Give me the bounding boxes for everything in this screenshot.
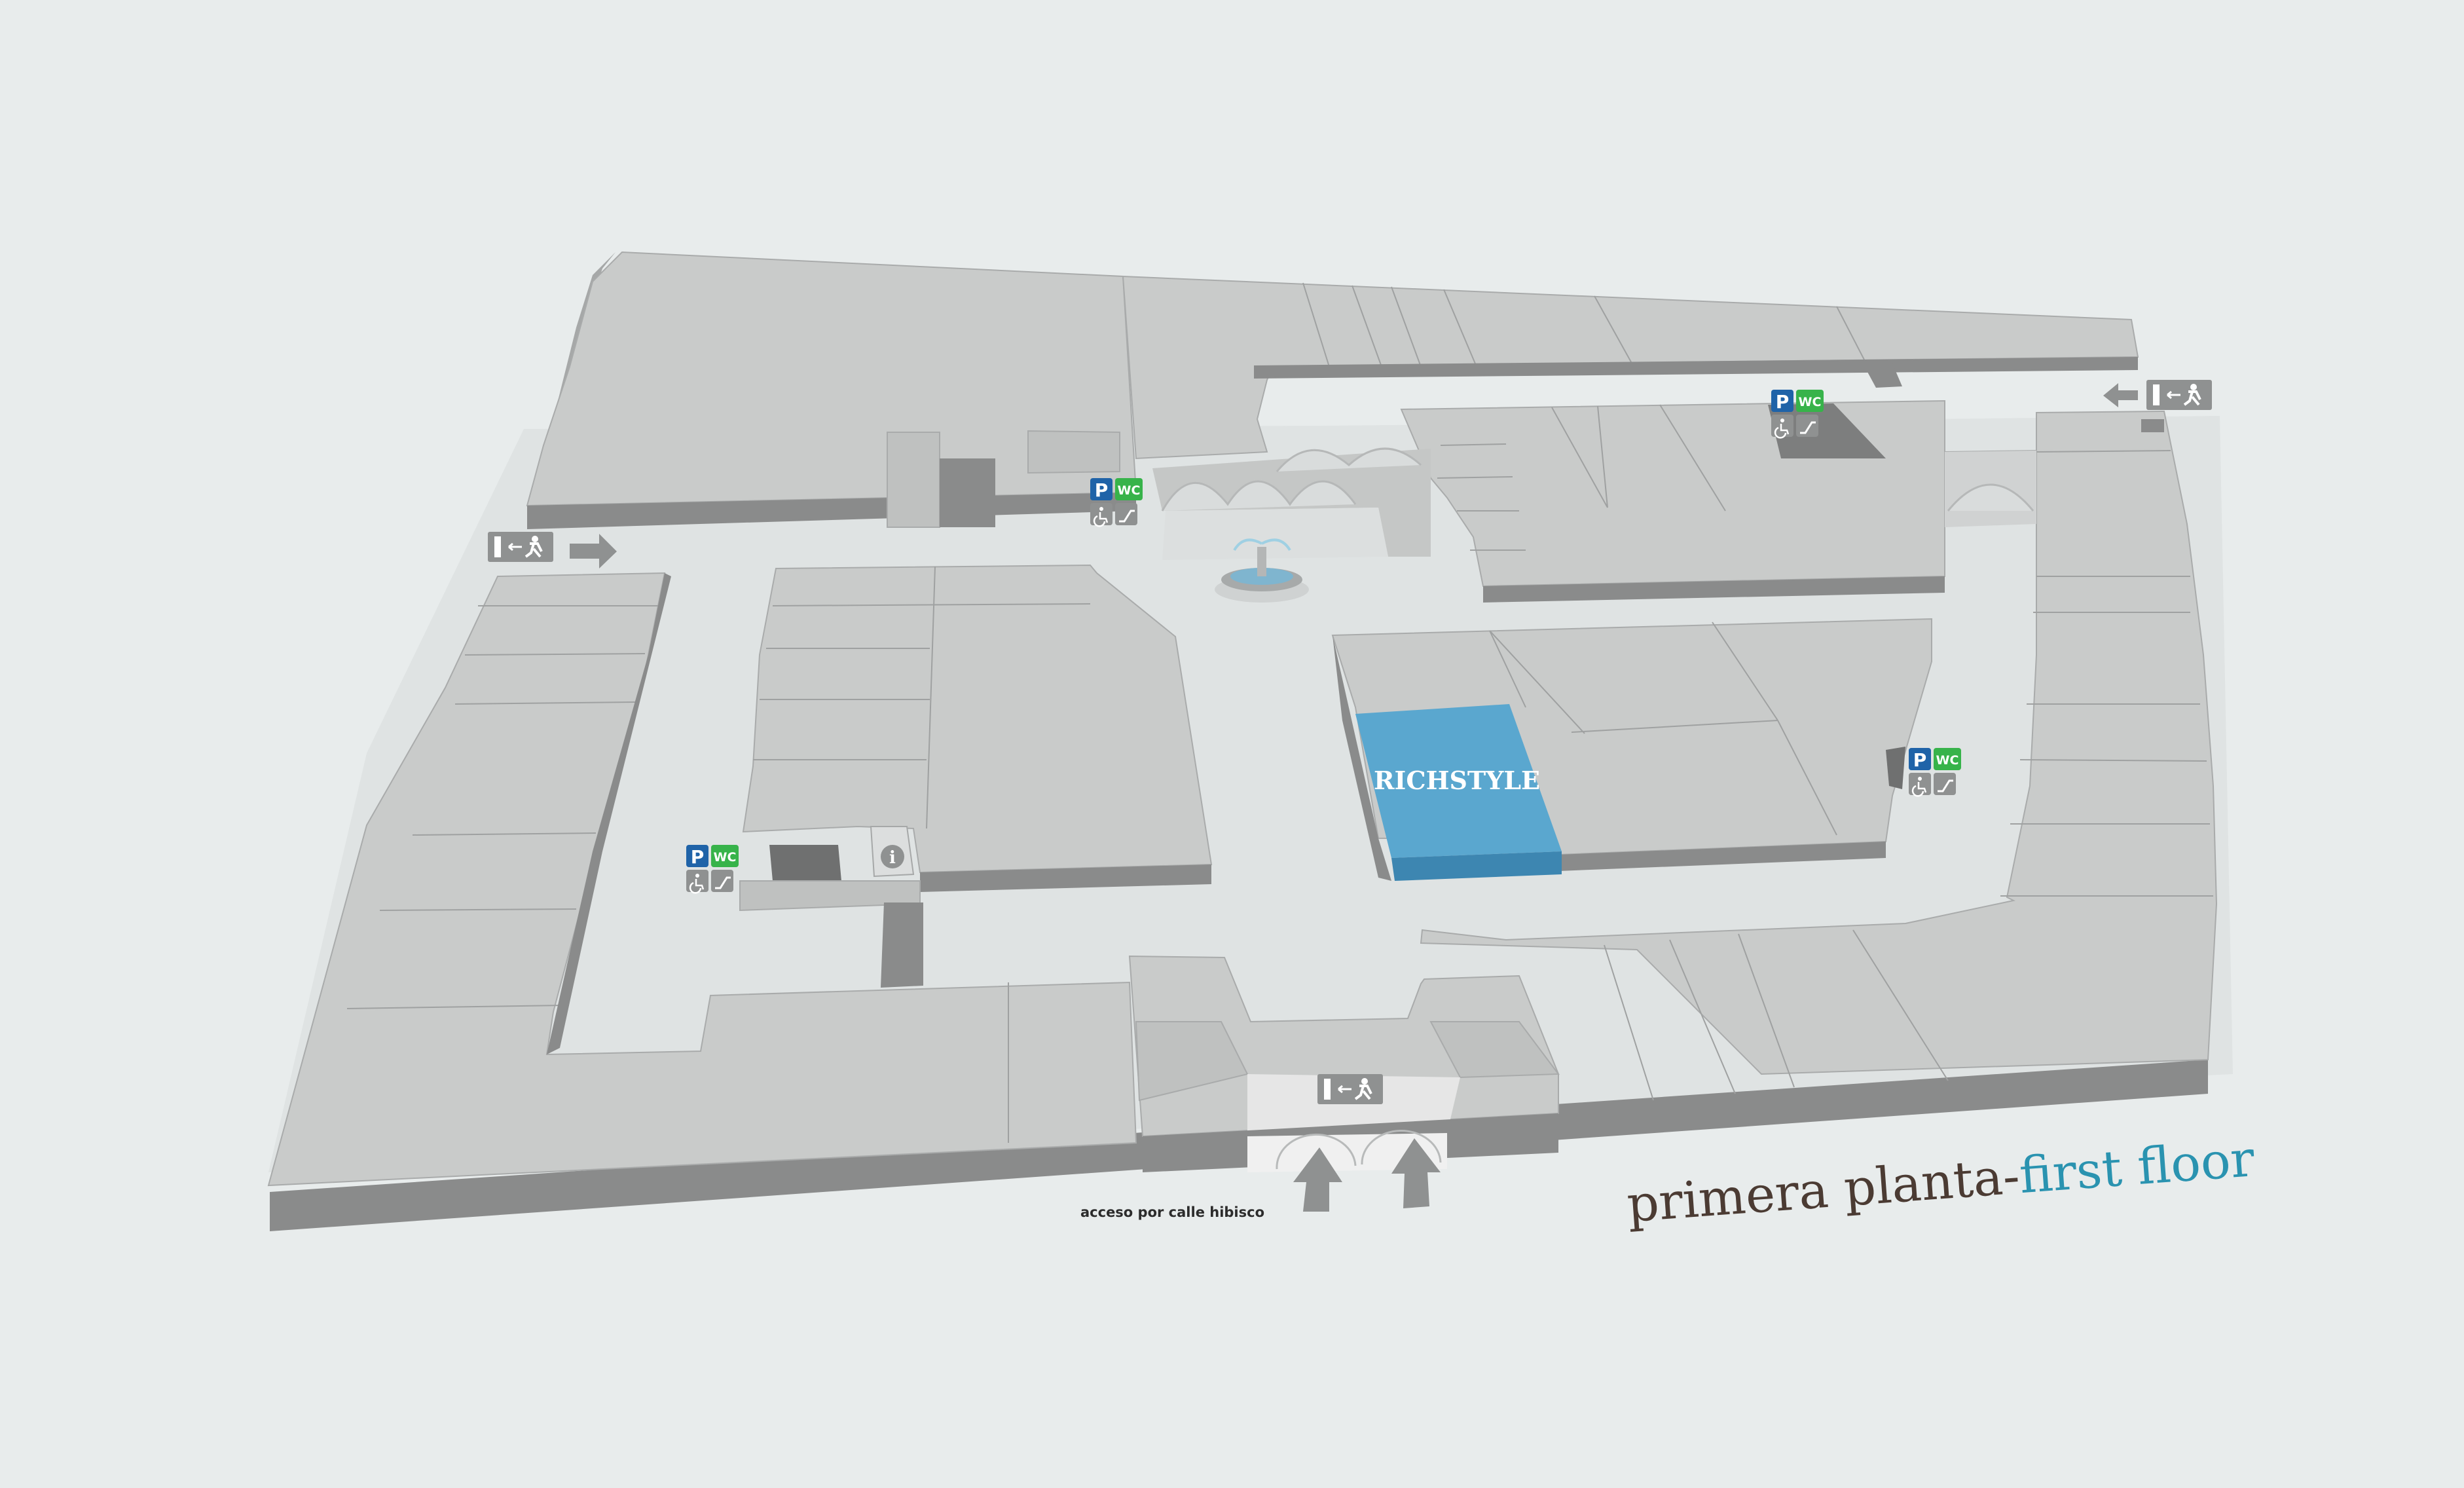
courtyard-arcade: [1027, 430, 1431, 560]
exit-west: [487, 530, 617, 568]
floor-title-secondary: first floor: [2017, 1129, 2256, 1204]
floor-title-primary: primera planta-: [1625, 1146, 2022, 1233]
store-block-north-east[interactable]: [1400, 400, 2037, 603]
store-row-north[interactable]: [1122, 275, 2139, 460]
exit-east: [2103, 379, 2213, 411]
store-row-west[interactable]: [267, 572, 1137, 1187]
street-access-label: acceso por calle hibisco: [1080, 1204, 1264, 1220]
svg-text:i: i: [889, 848, 896, 868]
fountain-icon: [1215, 538, 1309, 603]
emergency-exit-icon: [1316, 1073, 1384, 1106]
store-block-north-west[interactable]: [526, 251, 1137, 529]
info-point[interactable]: i: [870, 826, 915, 878]
floor-title: primera planta-first floor: [1625, 1129, 2257, 1233]
info-icon: [881, 845, 904, 868]
entrance-south: [1128, 955, 1560, 1172]
svg-text:primera planta-first floor: primera planta-first floor: [1625, 1129, 2257, 1233]
arrow-right-icon: [570, 534, 617, 568]
store-block-central[interactable]: RICHSTYLE: [1331, 618, 1932, 881]
store-row-east[interactable]: [1420, 410, 2218, 1101]
store-richstyle-label: RICHSTYLE: [1374, 766, 1540, 795]
arrow-up-icon: [1391, 1138, 1441, 1208]
arrow-left-icon: [2103, 383, 2138, 407]
entrance-arrows: [1293, 1138, 1441, 1212]
arcade-east: [1945, 451, 2036, 527]
store-block-west-center[interactable]: [739, 564, 1213, 988]
emergency-exit-icon: [487, 530, 555, 563]
store-richstyle[interactable]: [1355, 704, 1562, 858]
arrow-up-icon: [1293, 1147, 1342, 1212]
emergency-exit-icon: [2145, 379, 2213, 411]
